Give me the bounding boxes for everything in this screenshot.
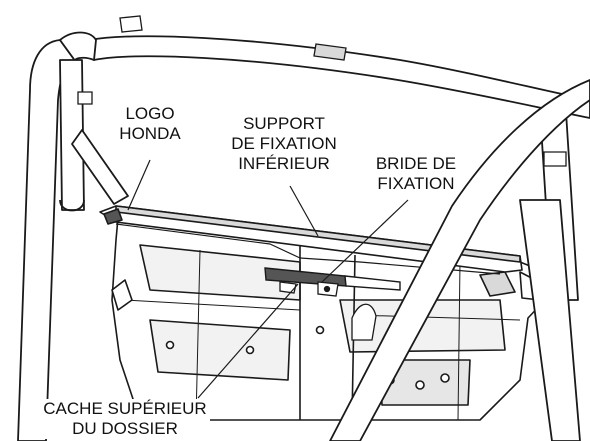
cage-clamps [77,15,567,341]
label-upper-seat-back-cover: CACHE SUPÉRIEUR DU DOSSIER [40,399,210,439]
label-lower-mounting-support-line3: INFÉRIEUR [238,154,330,173]
mounting-bracket [279,281,339,297]
label-honda-logo: LOGO HONDA [115,104,185,144]
label-lower-mounting-support: SUPPORT DE FIXATION INFÉRIEUR [212,114,356,174]
label-upper-seat-back-cover-line1: CACHE SUPÉRIEUR [43,399,207,418]
label-lower-mounting-support-line1: SUPPORT [243,114,325,133]
label-honda-logo-line1: LOGO [125,104,175,123]
leader-logo [127,159,151,211]
lower-mounting-support [264,267,401,291]
leader-bracket [321,199,409,283]
label-mounting-bracket-line2: FIXATION [377,174,455,193]
leader-lower-support [289,185,319,237]
label-lower-mounting-support-line2: DE FIXATION [231,134,337,153]
upper-seat-back-cover [99,205,523,275]
leader-upper-cover [197,283,299,399]
label-mounting-bracket-line1: BRIDE DE [375,154,457,173]
label-upper-seat-back-cover-line2: DU DOSSIER [72,419,178,438]
label-honda-logo-line2: HONDA [119,124,181,143]
label-mounting-bracket: BRIDE DE FIXATION [366,154,466,194]
roll-cage [17,31,590,441]
leader-lines [127,159,409,399]
